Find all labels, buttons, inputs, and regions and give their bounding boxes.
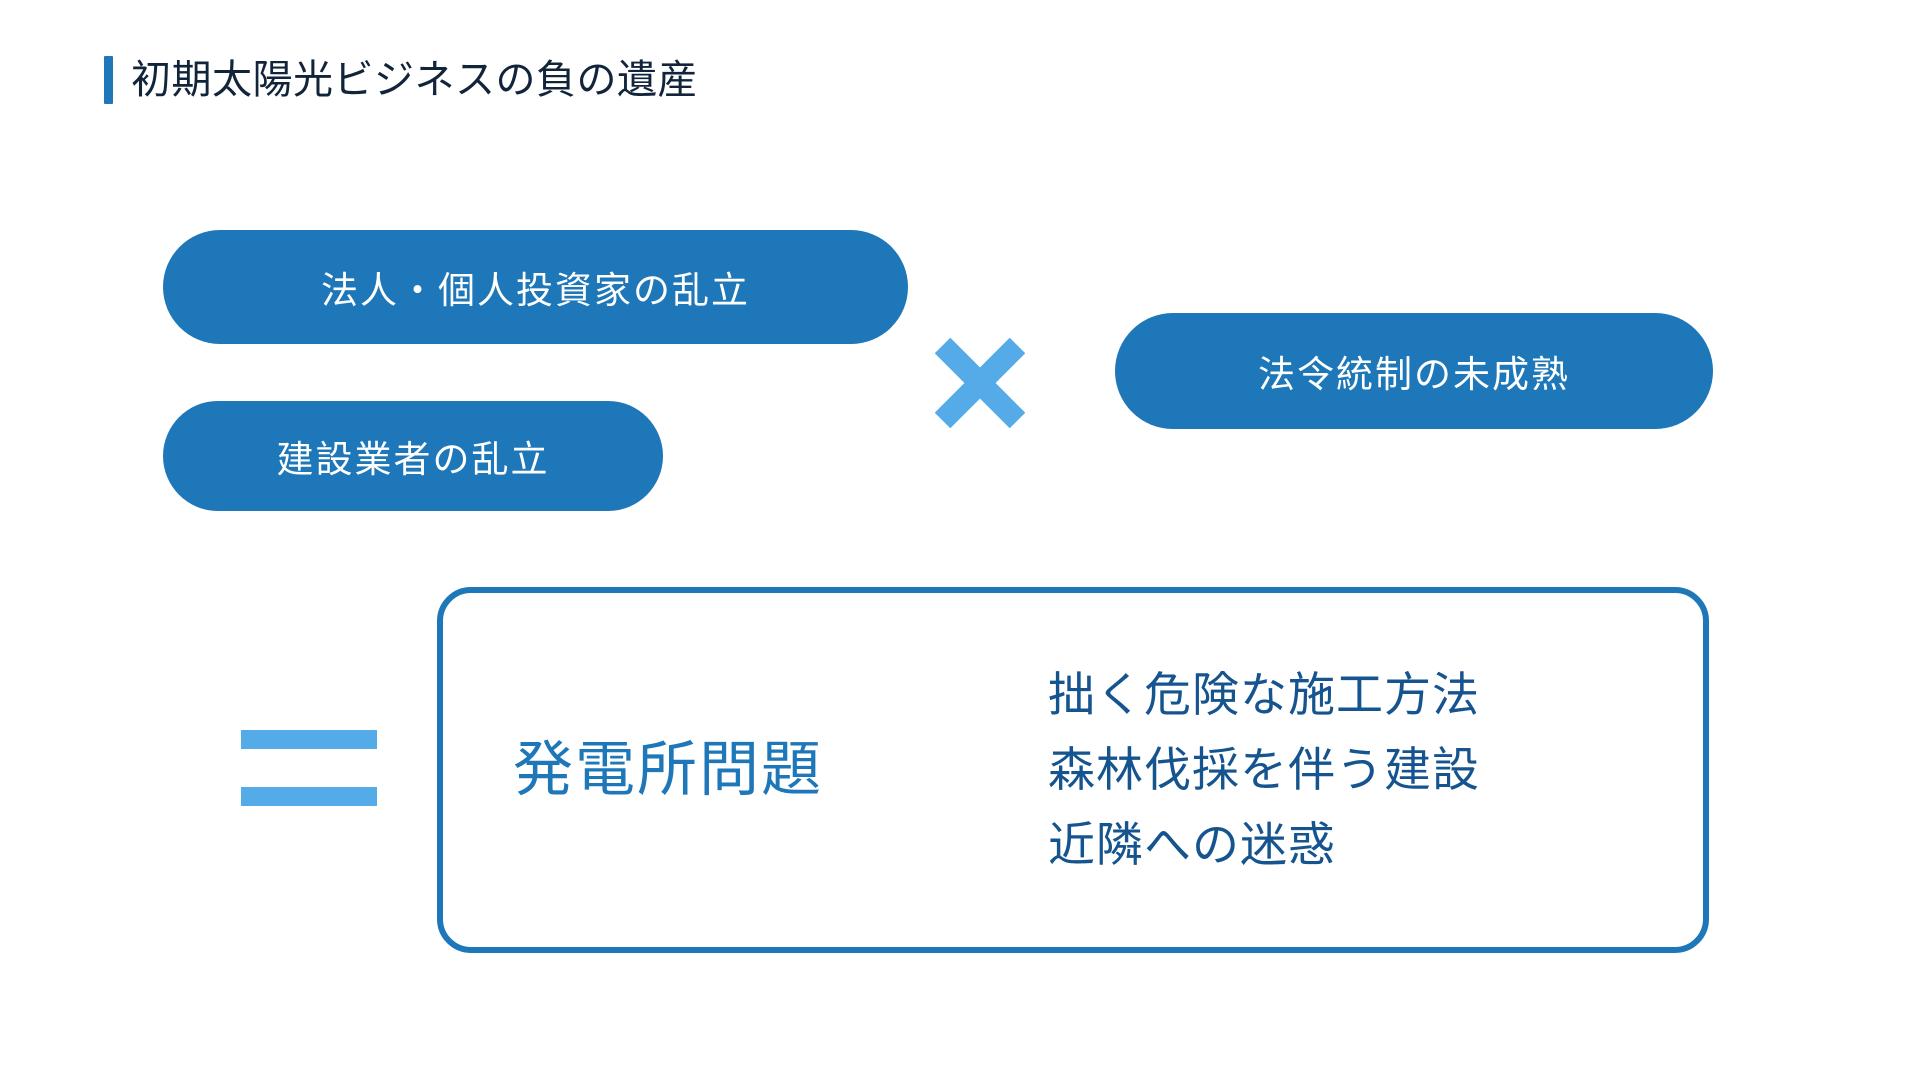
page-title: 初期太陽光ビジネスの負の遺産 bbox=[104, 56, 698, 104]
result-item: 森林伐採を伴う建設 bbox=[1048, 742, 1480, 796]
cause-pill-investors[interactable]: 法人・個人投資家の乱立 bbox=[163, 230, 908, 344]
result-box: 発電所問題 拙く危険な施工方法 森林伐採を伴う建設 近隣への迷惑 bbox=[437, 587, 1709, 953]
multiply-icon bbox=[930, 333, 1030, 433]
equals-icon bbox=[241, 730, 377, 810]
result-item: 近隣への迷惑 bbox=[1048, 817, 1336, 871]
equals-icon-stroke-bottom bbox=[241, 787, 377, 806]
page-title-text: 初期太陽光ビジネスの負の遺産 bbox=[131, 58, 698, 102]
result-item: 拙く危険な施工方法 bbox=[1048, 667, 1480, 721]
result-heading: 発電所問題 bbox=[513, 736, 823, 803]
equals-icon-stroke-top bbox=[241, 730, 377, 749]
title-accent-bar bbox=[104, 56, 113, 104]
result-item-list: 拙く危険な施工方法 森林伐採を伴う建設 近隣への迷惑 bbox=[1048, 667, 1480, 871]
cause-pill-builders[interactable]: 建設業者の乱立 bbox=[163, 401, 663, 511]
cause-pill-regulation[interactable]: 法令統制の未成熟 bbox=[1115, 313, 1713, 429]
